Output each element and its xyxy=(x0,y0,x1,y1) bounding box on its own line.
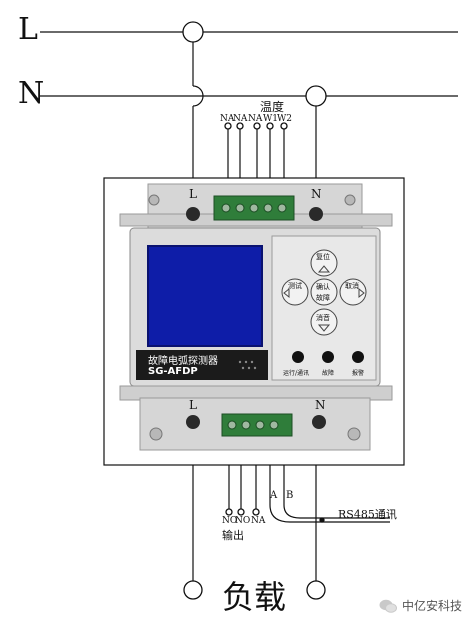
device-terminal-l-top: L xyxy=(189,187,197,201)
line-n-label: N xyxy=(18,76,45,111)
confirm-button-sub: 故障 xyxy=(316,294,330,302)
top-terminal-label: NA xyxy=(233,114,248,124)
wechat-logo-icon xyxy=(379,599,397,613)
line-l-label: L xyxy=(18,12,38,47)
temperature-label: 温度 xyxy=(260,100,285,114)
rs485-label: RS485通讯 xyxy=(338,508,397,521)
supply-lines xyxy=(40,31,458,582)
reset-button[interactable]: 复位 xyxy=(316,253,330,261)
test-button[interactable]: 测试 xyxy=(288,282,302,290)
model-name: 故障电弧探测器 xyxy=(148,356,218,367)
top-terminal-label: W2 xyxy=(277,114,292,124)
model-code: SG-AFDP xyxy=(148,366,198,377)
indicator-run-label: 运行/通讯 xyxy=(283,370,310,377)
confirm-button[interactable]: 确认 xyxy=(316,283,330,291)
top-terminal-label: W1 xyxy=(263,114,278,124)
watermark-text: 中亿安科技 xyxy=(401,599,462,613)
rs485-a-label: A xyxy=(270,490,278,501)
top-terminal-label: NA xyxy=(248,114,263,124)
top-terminal-label: NA xyxy=(220,114,235,124)
indicator-fault-label: 故障 xyxy=(322,370,335,377)
rs485-b-label: B xyxy=(286,490,294,501)
output-label: 输出 xyxy=(222,529,244,542)
device-terminal-n-bottom: N xyxy=(315,398,326,412)
din-rail-device xyxy=(119,183,393,451)
silence-button[interactable]: 消音 xyxy=(316,314,330,322)
load-label: 负载 xyxy=(222,578,287,616)
junction-nodes xyxy=(182,21,327,600)
output-terminal-label: NO xyxy=(235,516,251,526)
device-terminal-n-top: N xyxy=(311,187,322,201)
device-terminal-l-bottom: L xyxy=(189,398,197,412)
watermark: 中亿安科技 xyxy=(379,597,462,614)
output-terminal-label: NA xyxy=(251,516,266,526)
indicator-alarm-label: 报警 xyxy=(352,370,365,377)
query-button[interactable]: 取消 xyxy=(345,282,359,290)
output-terminal-label: NO xyxy=(222,516,238,526)
